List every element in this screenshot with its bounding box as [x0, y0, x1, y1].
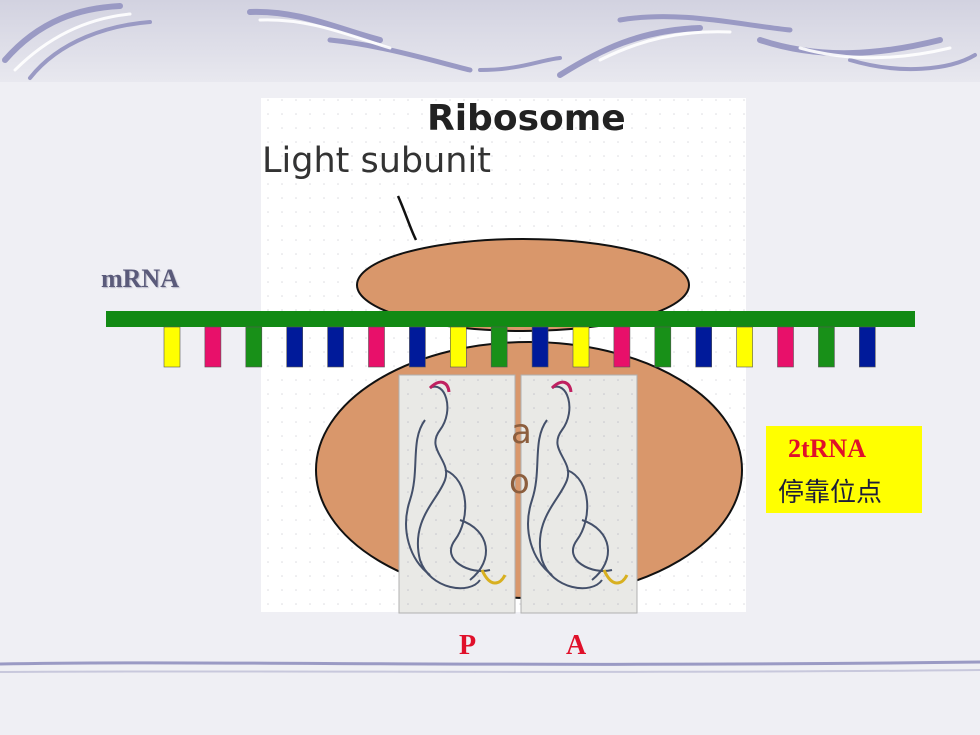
- codon-bar: [695, 326, 713, 368]
- pointer-line: [396, 195, 418, 241]
- trna-docking-callout: 2tRNA 停靠位点: [766, 426, 922, 513]
- codon-bar: [204, 326, 222, 368]
- codon-bar: [654, 326, 672, 368]
- trna-callout-title: 2tRNA: [788, 434, 866, 463]
- codon-bar: [409, 326, 426, 368]
- trna-p-site: [398, 374, 516, 614]
- mrna-strand: [106, 311, 915, 327]
- light-subunit: [356, 238, 690, 332]
- partial-glyph: a: [511, 412, 532, 452]
- codon-bar: [613, 326, 631, 368]
- codon-bar: [327, 326, 344, 368]
- codon-bar: [858, 326, 876, 368]
- codon-bar: [163, 326, 181, 368]
- p-site-label: P: [459, 630, 477, 661]
- codon-bar: [490, 326, 508, 368]
- partial-glyph: o: [509, 462, 530, 502]
- codon-bar: [245, 326, 263, 368]
- codon-group: [163, 326, 876, 368]
- mrna-label: mRNA: [101, 264, 179, 293]
- codon-bar: [286, 326, 304, 368]
- trna-callout-subtitle: 停靠位点: [778, 478, 883, 508]
- codon-bar: [368, 326, 385, 368]
- codon-bar: [572, 326, 590, 368]
- ribosome-subtitle: Light subunit: [262, 141, 491, 181]
- codon-bar: [736, 326, 753, 368]
- trna-a-site: [520, 374, 638, 614]
- a-site-label: A: [566, 630, 587, 661]
- codon-bar: [777, 326, 794, 368]
- ribosome-title: Ribosome: [427, 98, 626, 139]
- codon-bar: [531, 326, 549, 368]
- codon-bar: [449, 326, 467, 368]
- codon-bar: [818, 326, 835, 368]
